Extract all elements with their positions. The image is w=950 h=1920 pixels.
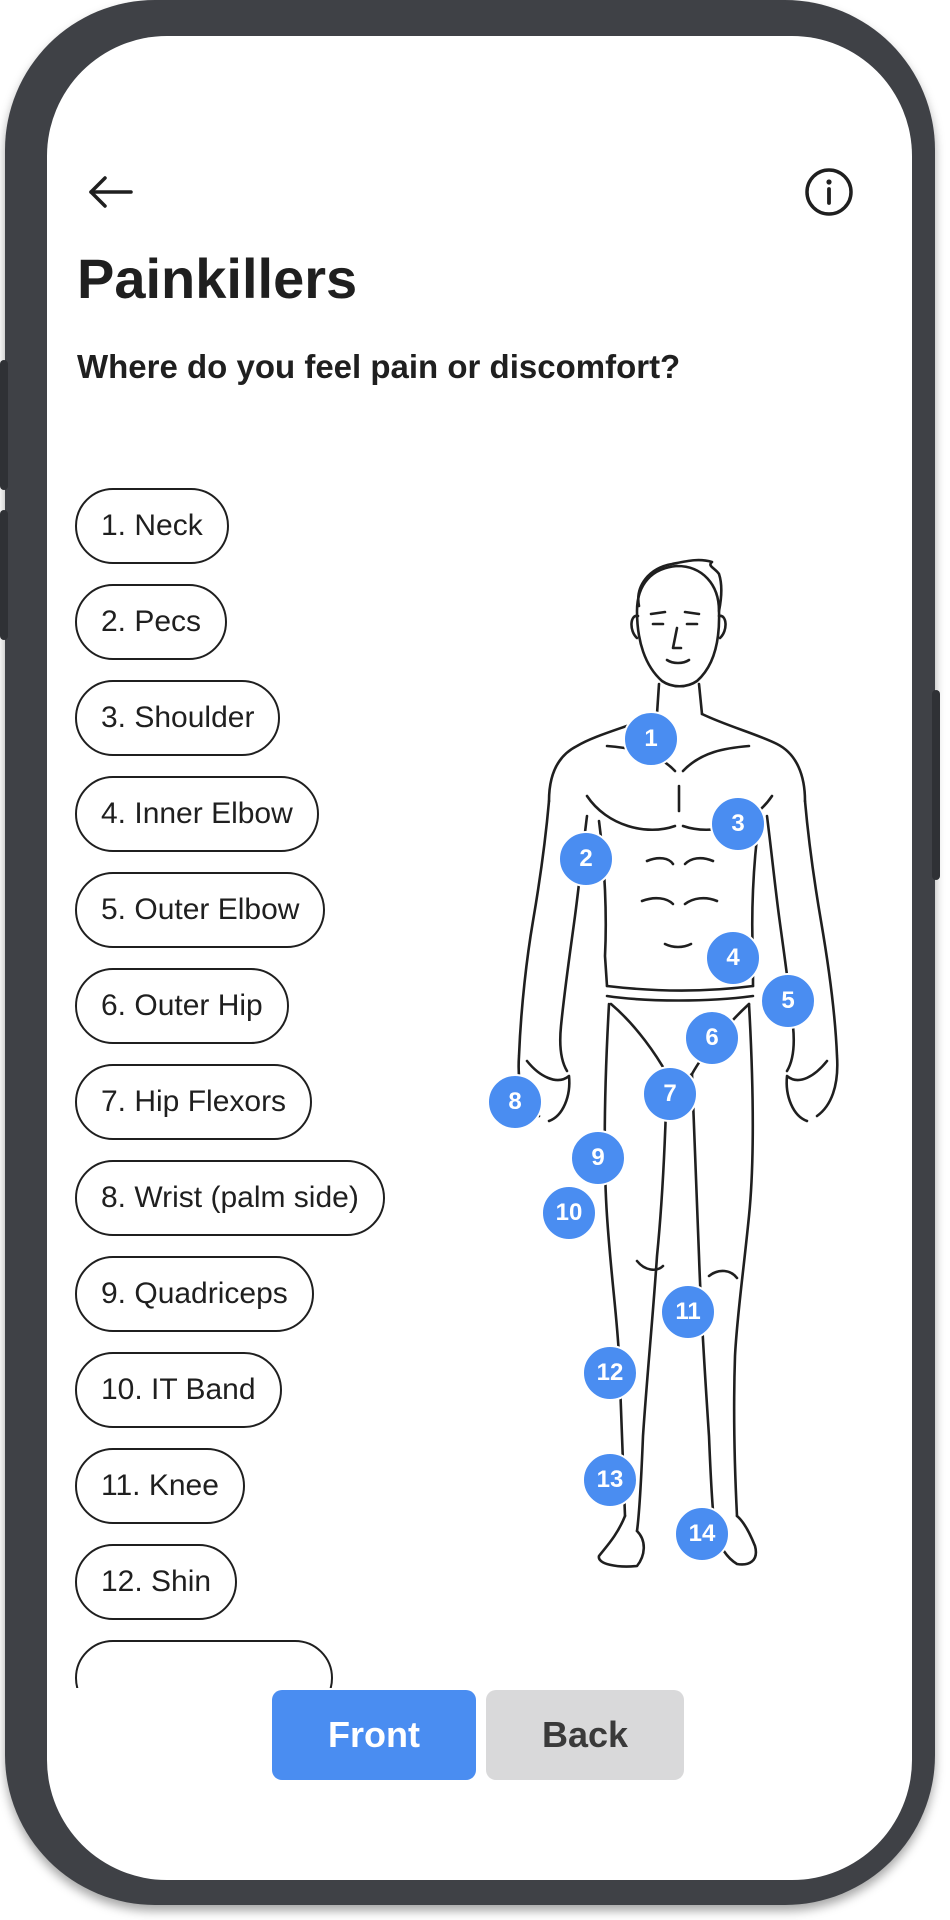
- body-marker-1[interactable]: 1: [623, 711, 679, 767]
- body-part-option-inner-elbow[interactable]: 4. Inner Elbow: [75, 776, 319, 852]
- front-view-button[interactable]: Front: [272, 1690, 476, 1780]
- marker-number: 9: [591, 1144, 605, 1171]
- phone-side-button: [0, 510, 8, 640]
- marker-number: 7: [663, 1080, 677, 1107]
- body-marker-3[interactable]: 3: [710, 796, 766, 852]
- body-part-label: 11. Knee: [101, 1469, 219, 1502]
- body-part-option-pecs[interactable]: 2. Pecs: [75, 584, 228, 660]
- phone-side-button: [932, 690, 940, 880]
- body-part-label: 9. Quadriceps: [101, 1277, 288, 1310]
- body-part-option-quadriceps[interactable]: 9. Quadriceps: [75, 1256, 314, 1332]
- body-part-option-partial[interactable]: [75, 1640, 333, 1688]
- body-part-option-outer-hip[interactable]: 6. Outer Hip: [75, 968, 289, 1044]
- body-part-option-neck[interactable]: 1. Neck: [75, 488, 229, 564]
- marker-number: 10: [555, 1199, 583, 1226]
- back-view-button[interactable]: Back: [486, 1690, 684, 1780]
- body-marker-10[interactable]: 10: [541, 1185, 597, 1241]
- body-part-option-it-band[interactable]: 10. IT Band: [75, 1352, 282, 1428]
- info-circle-icon[interactable]: [797, 160, 861, 224]
- body-part-option-hip-flexors[interactable]: 7. Hip Flexors: [75, 1064, 313, 1140]
- body-marker-2[interactable]: 2: [558, 831, 614, 887]
- marker-number: 2: [579, 845, 593, 872]
- page-title: Painkillers: [77, 247, 358, 310]
- body-marker-14[interactable]: 14: [674, 1506, 730, 1562]
- marker-number: 5: [781, 987, 795, 1014]
- pain-location-question: Where do you feel pain or discomfort?: [77, 348, 681, 385]
- marker-number: 12: [596, 1359, 624, 1386]
- marker-number: 4: [726, 944, 740, 971]
- body-part-label: 4. Inner Elbow: [101, 797, 293, 830]
- body-part-label: 5. Outer Elbow: [101, 893, 300, 926]
- body-marker-12[interactable]: 12: [582, 1345, 638, 1401]
- marker-number: 11: [675, 1298, 701, 1325]
- body-part-option-shoulder[interactable]: 3. Shoulder: [75, 680, 281, 756]
- body-part-label: 6. Outer Hip: [101, 989, 263, 1022]
- body-part-option-outer-elbow[interactable]: 5. Outer Elbow: [75, 872, 326, 948]
- arrow-left-icon[interactable]: [83, 164, 139, 220]
- body-marker-7[interactable]: 7: [642, 1066, 698, 1122]
- body-figure: 1 2 3 4 5 6 7 8 9 10 11 12 13 14: [487, 556, 887, 1576]
- marker-number: 6: [705, 1024, 719, 1051]
- phone-side-button: [0, 360, 8, 490]
- app-screen: Painkillers Where do you feel pain or di…: [47, 36, 912, 1880]
- marker-number: 14: [688, 1520, 716, 1547]
- body-part-label: 12. Shin: [101, 1565, 212, 1598]
- body-part-label: 2. Pecs: [101, 605, 202, 638]
- human-body-illustration: [517, 558, 839, 1568]
- body-part-label: 3. Shoulder: [101, 701, 255, 734]
- body-part-option-knee[interactable]: 11. Knee: [75, 1448, 245, 1524]
- view-toggle: Front Back: [272, 1690, 684, 1780]
- body-marker-4[interactable]: 4: [705, 930, 761, 986]
- body-marker-6[interactable]: 6: [684, 1010, 740, 1066]
- marker-number: 13: [596, 1466, 624, 1493]
- body-part-label: 8. Wrist (palm side): [101, 1181, 359, 1214]
- body-marker-13[interactable]: 13: [582, 1452, 638, 1508]
- body-part-label: 1. Neck: [101, 509, 203, 542]
- body-part-label: 10. IT Band: [101, 1373, 256, 1406]
- marker-number: 3: [731, 810, 745, 837]
- marker-number: 1: [644, 725, 658, 752]
- marker-number: 8: [508, 1088, 522, 1115]
- body-part-option-shin[interactable]: 12. Shin: [75, 1544, 238, 1620]
- body-marker-9[interactable]: 9: [570, 1130, 626, 1186]
- body-part-label: 7. Hip Flexors: [101, 1085, 287, 1118]
- body-marker-5[interactable]: 5: [760, 973, 816, 1029]
- body-marker-11[interactable]: 11: [660, 1284, 716, 1340]
- body-part-option-wrist[interactable]: 8. Wrist (palm side): [75, 1160, 385, 1236]
- body-part-list[interactable]: 1. Neck 2. Pecs 3. Shoulder 4. Inner Elb…: [75, 488, 475, 1688]
- body-marker-8[interactable]: 8: [487, 1074, 543, 1130]
